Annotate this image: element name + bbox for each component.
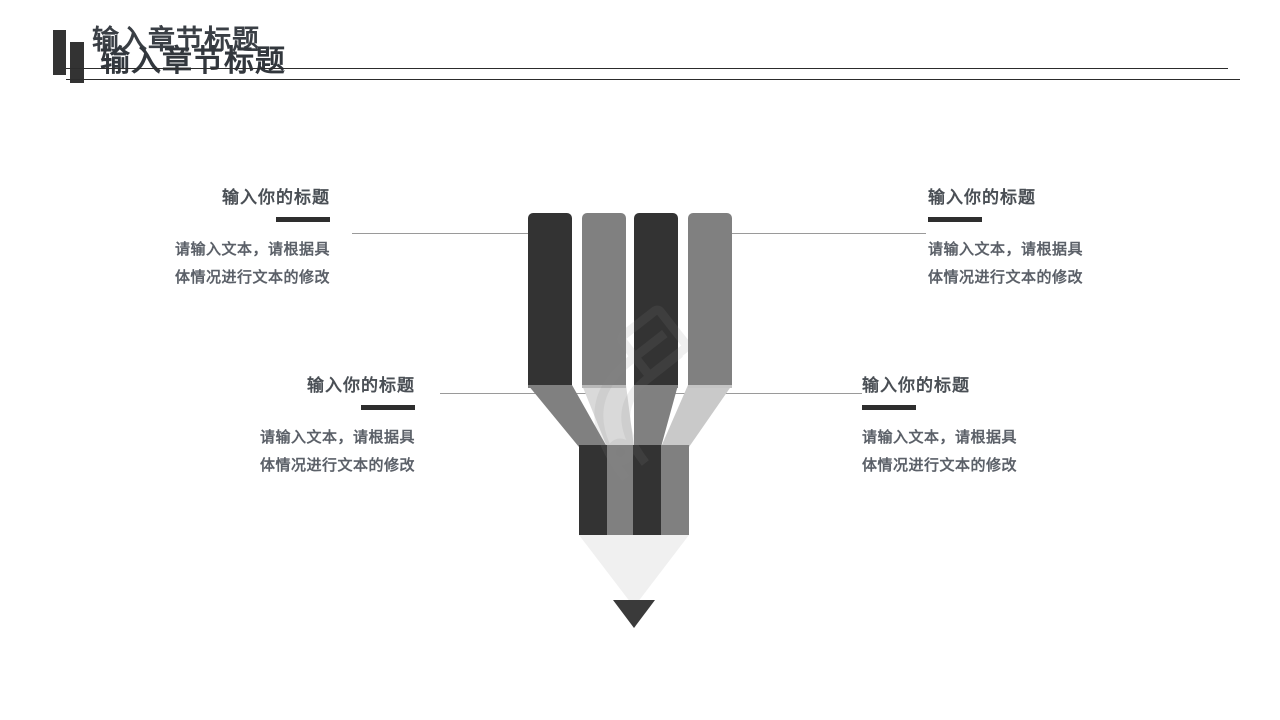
pencil-body-stripe-4 <box>661 445 689 535</box>
callout-title-bottom-right: 输入你的标题 <box>862 376 970 395</box>
callout-accent-top-right <box>928 217 982 223</box>
callout-body-line-2: 体情况进行文本的修改 <box>862 457 1018 475</box>
pencil-prong-4[interactable] <box>688 213 732 385</box>
section-title-shadow: 输入章节标题 <box>92 25 260 55</box>
pencil-body-stripe-2 <box>607 445 633 535</box>
connector-line-bottom-left <box>440 393 608 394</box>
header-accent-bar-short <box>70 42 84 83</box>
callout-bottom-left[interactable]: 输入你的标题 请输入文本，请根据具 体情况进行文本的修改 <box>185 376 415 480</box>
callout-title-top-left: 输入你的标题 <box>222 188 330 207</box>
callout-accent-bottom-right <box>862 405 916 411</box>
callout-top-right[interactable]: 输入你的标题 请输入文本，请根据具 体情况进行文本的修改 <box>928 188 1158 292</box>
slide-header: 输入章节标题 输入章节标题 <box>0 0 1280 110</box>
pencil-funnel <box>500 385 770 447</box>
connector-line-top-right <box>700 233 926 234</box>
callout-body-line-1: 请输入文本，请根据具 <box>928 241 1084 259</box>
connector-line-bottom-right <box>662 393 862 394</box>
section-title: 输入章节标题 <box>100 45 286 78</box>
header-rule-top <box>66 68 1228 69</box>
header-rule-bottom <box>66 79 1240 80</box>
pencil-tip-wood <box>579 535 689 607</box>
callout-top-left[interactable]: 输入你的标题 请输入文本，请根据具 体情况进行文本的修改 <box>100 188 330 292</box>
pencil-infographic <box>500 200 770 640</box>
pencil-prong-3[interactable] <box>634 213 678 385</box>
callout-accent-bottom-left <box>361 405 415 411</box>
pencil-body-stripe-1 <box>579 445 607 535</box>
pencil-body <box>579 445 689 535</box>
callout-body-top-right: 请输入文本，请根据具 体情况进行文本的修改 <box>928 236 1158 292</box>
pencil-body-stripe-3 <box>633 445 661 535</box>
callout-body-line-2: 体情况进行文本的修改 <box>259 457 415 475</box>
pencil-prong-2[interactable] <box>582 213 626 385</box>
callout-body-bottom-left: 请输入文本，请根据具 体情况进行文本的修改 <box>185 424 415 480</box>
callout-body-line-1: 请输入文本，请根据具 <box>174 241 330 259</box>
callout-body-line-2: 体情况进行文本的修改 <box>928 269 1084 287</box>
callout-body-line-1: 请输入文本，请根据具 <box>862 429 1018 447</box>
callout-body-line-1: 请输入文本，请根据具 <box>259 429 415 447</box>
callout-bottom-right[interactable]: 输入你的标题 请输入文本，请根据具 体情况进行文本的修改 <box>862 376 1092 480</box>
pencil-prong-1[interactable] <box>528 213 572 385</box>
callout-title-bottom-left: 输入你的标题 <box>307 376 415 395</box>
pencil-tip-lead <box>613 600 655 628</box>
header-accent-bar-tall <box>53 30 66 75</box>
callout-title-top-right: 输入你的标题 <box>928 188 1036 207</box>
callout-body-line-2: 体情况进行文本的修改 <box>174 269 330 287</box>
connector-line-top-left <box>352 233 548 234</box>
callout-body-bottom-right: 请输入文本，请根据具 体情况进行文本的修改 <box>862 424 1092 480</box>
callout-body-top-left: 请输入文本，请根据具 体情况进行文本的修改 <box>100 236 330 292</box>
callout-accent-top-left <box>276 217 330 223</box>
